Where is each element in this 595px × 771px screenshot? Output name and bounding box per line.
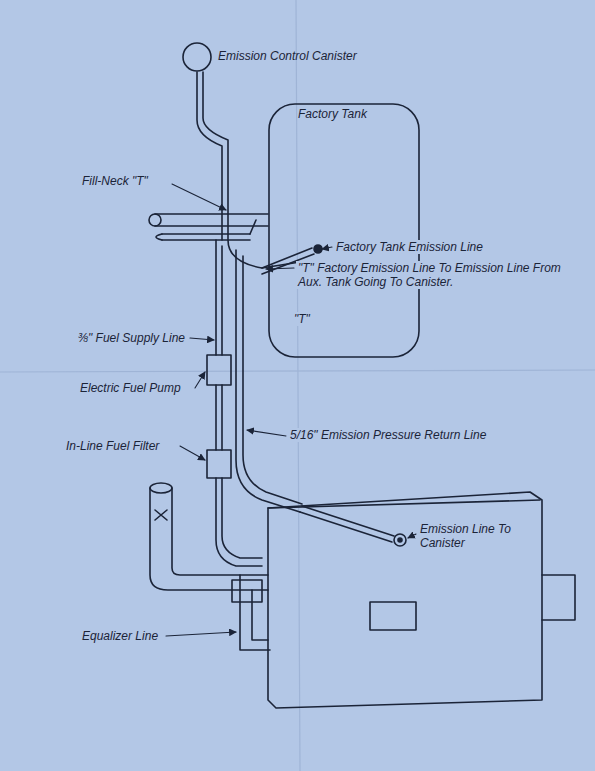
node-label: Factory Tank xyxy=(268,103,420,121)
filter-label: In-Line Fuel Filter xyxy=(64,439,161,453)
equalizer-label: Equalizer Line xyxy=(80,629,160,643)
pump-label: Electric Fuel Pump xyxy=(78,381,183,395)
emission-line-label: Factory Tank Emission Line xyxy=(334,240,485,254)
fill-neck-label: Fill-Neck "T" xyxy=(80,174,150,188)
supply-line-label: ⅜" Fuel Supply Line xyxy=(76,331,187,345)
tee-note: "T" Factory Emission Line To Emission Li… xyxy=(296,261,570,289)
tank-outline xyxy=(268,103,420,358)
tee-label: "T" xyxy=(292,312,312,326)
factory-tank-node: Factory Tank xyxy=(268,103,420,358)
canister-node: Emission Control Canister xyxy=(182,42,357,72)
node-label: Emission Control Canister xyxy=(218,49,357,63)
canister-outline xyxy=(182,42,212,72)
canister-line-label: Emission Line To Canister xyxy=(418,522,532,550)
return-line-label: 5/16" Emission Pressure Return Line xyxy=(288,428,488,442)
